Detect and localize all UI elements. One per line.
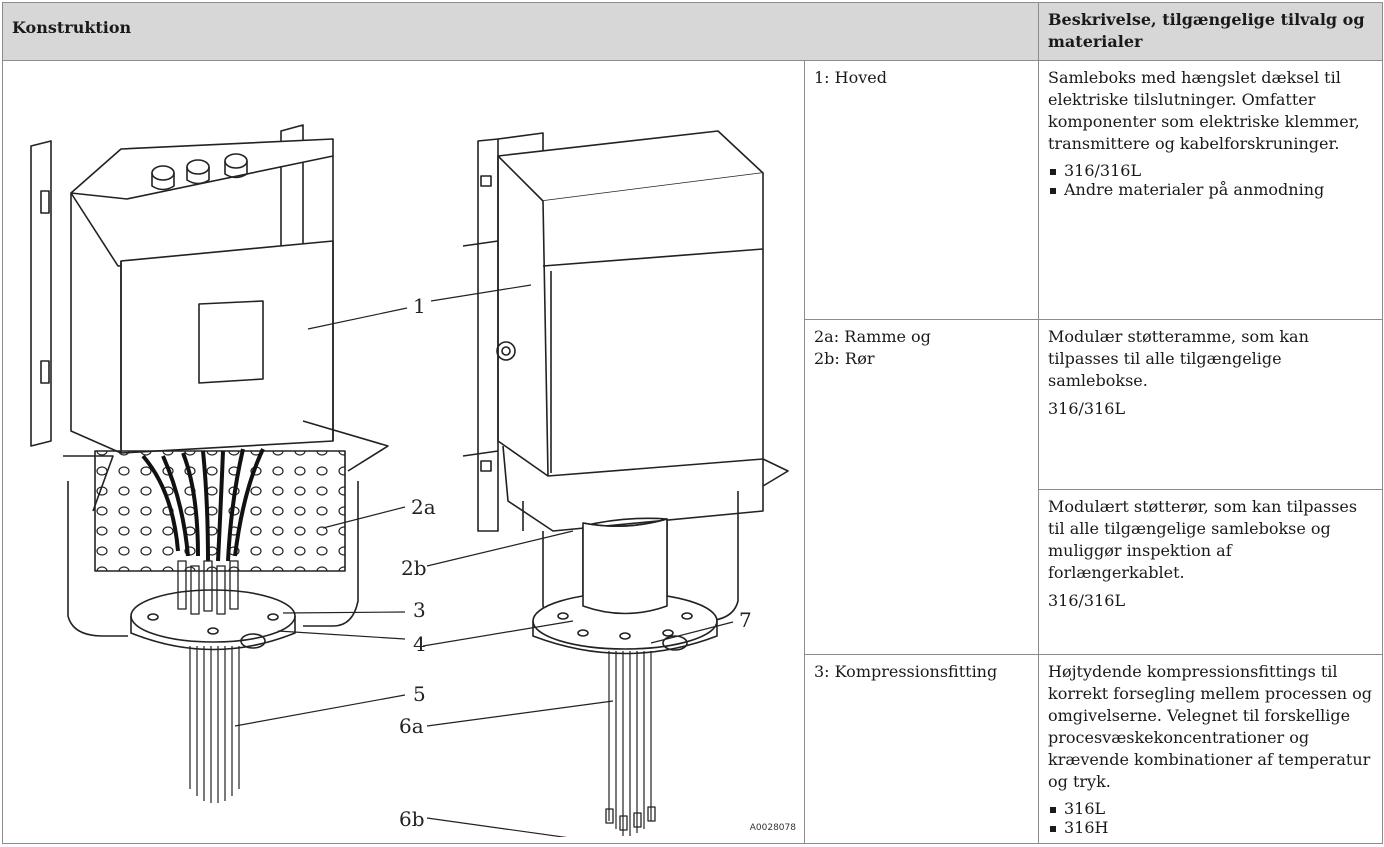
row-desc-compression-fitting: Højtydende kompressionsfittings til korr… (1038, 654, 1383, 844)
row-label-compression-fitting: 3: Kompressionsfitting (804, 654, 1039, 844)
table-row: 1 2a 2b 3 4 5 6a 6b 7 A0028078 1: Hoved … (2, 60, 1383, 845)
fitting-materials-list: 316L 316H (1048, 799, 1373, 837)
frame-description: Modulær støtteramme, som kan tilpasses t… (1048, 327, 1309, 390)
row-desc-tube: Modulært støtterør, som kan tilpasses ti… (1038, 489, 1383, 655)
frame-material: 316/316L (1048, 399, 1126, 418)
header-row: Konstruktion Beskrivelse, tilgængelige t… (2, 2, 1383, 61)
head-description: Samleboks med hængslet dæksel til elektr… (1048, 68, 1360, 153)
callout-7: 7 (739, 608, 752, 632)
row-label-frame-tube: 2a: Ramme og 2b: Rør (804, 319, 1039, 655)
row-label-head: 1: Hoved (804, 60, 1039, 320)
callout-2a: 2a (411, 495, 436, 519)
table-row: 2a: Ramme og 2b: Rør Modulær støtteramme… (3, 319, 1383, 655)
figure-cell: 1 2a 2b 3 4 5 6a 6b 7 A0028078 (2, 60, 805, 845)
header-description: Beskrivelse, tilgængelige tilvalg og mat… (1038, 2, 1383, 61)
list-item: 316/316L (1048, 161, 1373, 180)
fitting-description: Højtydende kompressionsfittings til korr… (1048, 662, 1373, 791)
callout-2b: 2b (401, 556, 427, 580)
row-desc-head: Samleboks med hængslet dæksel til elektr… (1038, 60, 1383, 320)
figure-reference-code: A0028078 (749, 823, 796, 833)
callout-5: 5 (413, 682, 426, 706)
callout-4: 4 (413, 632, 426, 656)
header-construction: Konstruktion (2, 2, 1039, 61)
callout-6b: 6b (399, 807, 425, 831)
row-desc-frame: Modulær støtteramme, som kan tilpasses t… (1038, 319, 1383, 490)
head-materials-list: 316/316L Andre materialer på anmodning (1048, 161, 1373, 199)
thermowell-assembly-drawing: 1 2a 2b 3 4 5 6a 6b 7 (30, 124, 789, 845)
tube-material: 316/316L (1048, 591, 1126, 610)
list-item: 316L (1048, 799, 1373, 818)
callout-1: 1 (413, 294, 426, 318)
list-item: 316H (1048, 818, 1373, 837)
callout-3: 3 (413, 598, 426, 622)
table-row: Modulært støtterør, som kan tilpasses ti… (3, 489, 1383, 655)
tube-description: Modulært støtterør, som kan tilpasses ti… (1048, 497, 1358, 582)
list-item: Andre materialer på anmodning (1048, 180, 1373, 199)
table-row: 3: Kompressionsfitting Højtydende kompre… (3, 654, 1383, 844)
callout-6a: 6a (399, 714, 424, 738)
